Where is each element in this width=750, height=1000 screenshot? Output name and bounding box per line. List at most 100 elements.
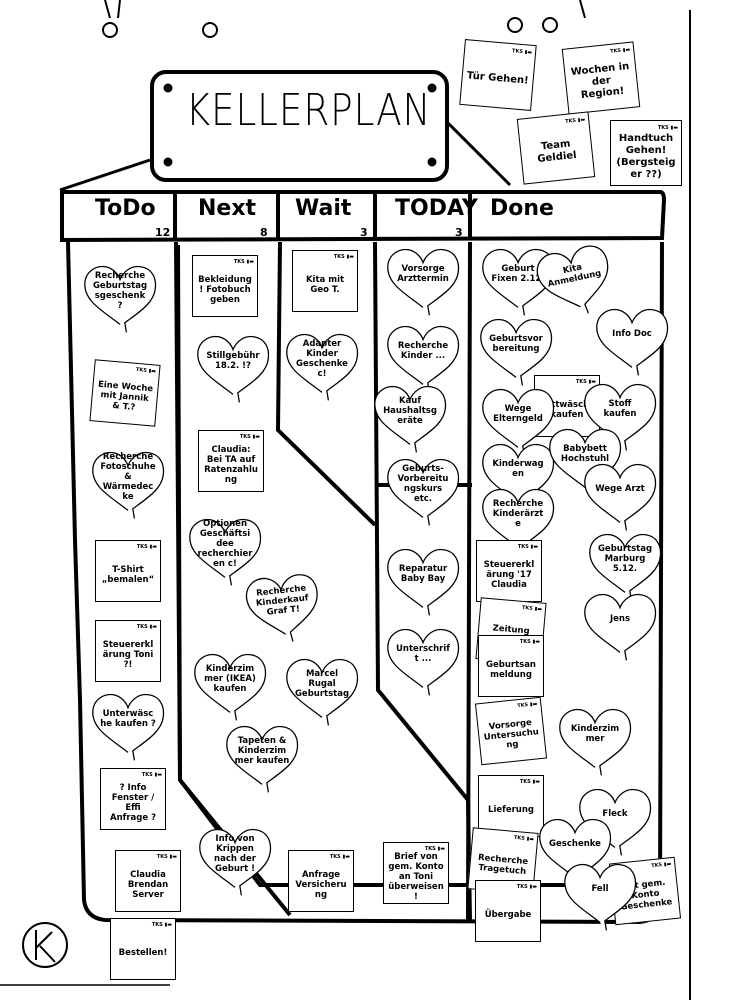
card-text: Unterschrift ... <box>396 644 450 664</box>
sticky-note-todo[interactable]: Steuererklärung Toni ?! <box>95 620 161 682</box>
card-text: Steuererklärung '17 Claudia <box>483 559 535 590</box>
heart-card-next[interactable]: Optionen Geschäftsidee recherchieren c! <box>185 515 265 587</box>
card-text: Kinderwagen <box>492 459 544 479</box>
card-text: Kauf Haushaltsgeräte <box>383 396 437 426</box>
heart-card-done[interactable]: Geburtsvorbereitung <box>476 315 556 387</box>
column-header-row <box>60 190 667 243</box>
hanger-rings <box>102 0 586 38</box>
sticky-note-today[interactable]: Brief von gem. Konto an Toni überweisen! <box>383 842 449 904</box>
sticky-note-next[interactable]: Claudia: Bei TA auf Ratenzahlung <box>198 430 264 492</box>
card-text: Optionen Geschäftsidee recherchieren c! <box>197 519 253 569</box>
heart-card-todo[interactable]: Unterwäsche kaufen ? <box>88 690 168 762</box>
card-text: Bettwäsche kaufen <box>539 399 595 420</box>
logo-mark <box>0 922 170 986</box>
card-text: Recherche Kinderärzte <box>492 499 544 529</box>
sticky-note-done[interactable]: Steuererklärung '17 Claudia <box>476 540 542 602</box>
card-text: Brief von gem. Konto an Toni überweisen! <box>388 851 444 902</box>
card-text: Adapter Kinder Geschenke c! <box>296 339 348 379</box>
heart-card-done[interactable]: Wege Arzt <box>580 460 660 532</box>
card-text: Wege Elterngeld <box>493 404 543 424</box>
heart-card-todo[interactable]: Recherche Geburtstagsgeschenk ? <box>80 262 160 334</box>
card-text: Fell <box>591 884 609 894</box>
backlog-sticky-note[interactable]: Team Geldiel <box>516 111 596 185</box>
heart-card-done[interactable]: Jens <box>580 590 660 662</box>
card-text: Kinderzimmer <box>570 724 620 744</box>
heart-card-next[interactable]: Info von Krippen nach der Geburt ! <box>195 825 275 897</box>
heart-card-done[interactable]: Babybett Hochstuhl <box>545 425 625 497</box>
card-text: Recherche Tragetuch <box>477 852 529 877</box>
card-text: Geburtsvorbereitung <box>489 334 543 354</box>
card-text: T-Shirt „bemalen“ <box>101 564 155 585</box>
heart-card-done[interactable]: Fleck <box>575 785 655 857</box>
heart-card-done[interactable]: Info Doc <box>592 305 672 377</box>
heart-card-today[interactable]: Reparatur Baby Bay <box>383 545 463 617</box>
sign-board <box>59 70 512 192</box>
card-text: Team Geldiel <box>536 138 578 165</box>
heart-card-next[interactable]: Marcel Rugal Geburtstag <box>282 655 362 727</box>
sticky-note-wait[interactable]: Anfrage Versicherung <box>288 850 354 912</box>
card-text: Stoff kaufen <box>603 399 637 419</box>
sticky-note-todo[interactable]: Bestellen! <box>110 918 176 980</box>
card-text: Geburts-Vorbereitungskurs etc. <box>397 464 449 504</box>
card-text: Fleck <box>602 809 628 819</box>
backlog-sticky-note[interactable]: Handtuch Gehen! (Bergsteiger ??) <box>610 120 682 186</box>
backlog-sticky-note[interactable]: Wochen in der Region! <box>561 41 641 115</box>
heart-card-next[interactable]: Kinderzimmer (IKEA) kaufen <box>190 650 270 722</box>
sticky-note-wait[interactable]: Kita mit Geo T. <box>292 250 358 312</box>
card-text: Jens <box>609 614 631 624</box>
card-text: Wege Arzt <box>595 484 645 494</box>
card-text: Geburt Fixen 2.12. <box>491 264 545 284</box>
card-text: Marcel Rugal Geburtstag <box>294 669 350 699</box>
card-text: Vorsorge Untersuchung <box>483 717 540 751</box>
heart-card-done[interactable]: Wege Elterngeld <box>478 385 558 457</box>
heart-card-today[interactable]: Unterschrift ... <box>383 625 463 697</box>
board-title: KELLERPLAN <box>185 85 432 136</box>
card-text: Eine Woche mit Jannik & T.? <box>97 379 154 413</box>
card-text: Reparatur Baby Bay <box>398 564 448 584</box>
column-header-todo: ToDo <box>95 196 156 221</box>
sticky-note-done[interactable]: Geburtsanmeldung <box>478 635 544 697</box>
card-text: Tür Gehen! <box>466 69 530 87</box>
sticky-note-todo[interactable]: Eine Woche mit Jannik & T.? <box>89 359 161 427</box>
heart-card-done[interactable]: Recherche Kinderärzte <box>478 485 558 557</box>
backlog-sticky-note[interactable]: Tür Gehen! <box>459 38 537 112</box>
heart-card-done[interactable]: Geschenke <box>535 815 615 887</box>
heart-card-done[interactable]: Kita Anmeldung <box>528 237 621 324</box>
heart-card-today[interactable]: Vorsorge Arzttermin <box>383 245 463 317</box>
card-text: Claudia Brendan Server <box>127 869 169 900</box>
heart-card-wait[interactable]: Adapter Kinder Geschenke c! <box>282 330 362 402</box>
heart-card-today[interactable]: Kauf Haushaltsgeräte <box>370 382 450 454</box>
column-header-wait: Wait <box>295 196 352 221</box>
card-text: Handtuch Gehen! (Bergsteiger ??) <box>616 132 676 180</box>
heart-card-today[interactable]: Recherche Kinder ... <box>383 322 463 394</box>
card-text: Lieferung <box>488 804 534 815</box>
card-text: Übergabe <box>484 909 532 920</box>
heart-card-done[interactable]: Geburtstag Marburg 5.12. <box>585 530 665 602</box>
heart-card-done[interactable]: Fell <box>560 860 640 932</box>
heart-card-done[interactable]: Stoff kaufen <box>580 380 660 452</box>
column-count-todo: 12 <box>155 226 171 239</box>
column-count-next: 8 <box>260 226 268 239</box>
card-text: Kinderzimmer (IKEA) kaufen <box>204 664 256 694</box>
heart-card-next[interactable]: Tapeten & Kinderzimmer kaufen <box>222 722 302 794</box>
card-text: Info Doc <box>612 329 652 339</box>
card-text: Recherche Fotoschuhe & Wärmedecke <box>100 452 156 502</box>
card-text: Bestellen! <box>118 947 168 958</box>
sticky-note-done[interactable]: Übergabe <box>475 880 541 942</box>
heart-card-done[interactable]: Kinderwagen <box>478 440 558 512</box>
heart-card-done[interactable]: Kinderzimmer <box>555 705 635 777</box>
sticky-note-todo[interactable]: T-Shirt „bemalen“ <box>95 540 161 602</box>
sticky-note-todo[interactable]: ? Info Fenster / Effi Anfrage ? <box>100 768 166 830</box>
sticky-note-next[interactable]: Bekleidung! Fotobuch geben <box>192 255 258 317</box>
heart-card-today[interactable]: Geburts-Vorbereitungskurs etc. <box>383 455 463 527</box>
card-text: Vorsorge Arzttermin <box>397 264 449 284</box>
card-text: Wochen in der Region! <box>570 60 630 101</box>
heart-card-todo[interactable]: Recherche Fotoschuhe & Wärmedecke <box>88 448 168 520</box>
card-text: Anfrage Versicherung <box>295 869 347 900</box>
sticky-note-todo[interactable]: Claudia Brendan Server <box>115 850 181 912</box>
sticky-note-done[interactable]: Vorsorge Untersuchung <box>474 696 548 766</box>
card-text: Recherche Kinderkauf Graf T! <box>255 583 310 618</box>
column-header-today: TODAY <box>395 196 478 221</box>
heart-card-next[interactable]: Stillgebühr 18.2. !? <box>193 332 273 404</box>
heart-card-next[interactable]: Recherche Kinderkauf Graf T! <box>239 568 326 648</box>
